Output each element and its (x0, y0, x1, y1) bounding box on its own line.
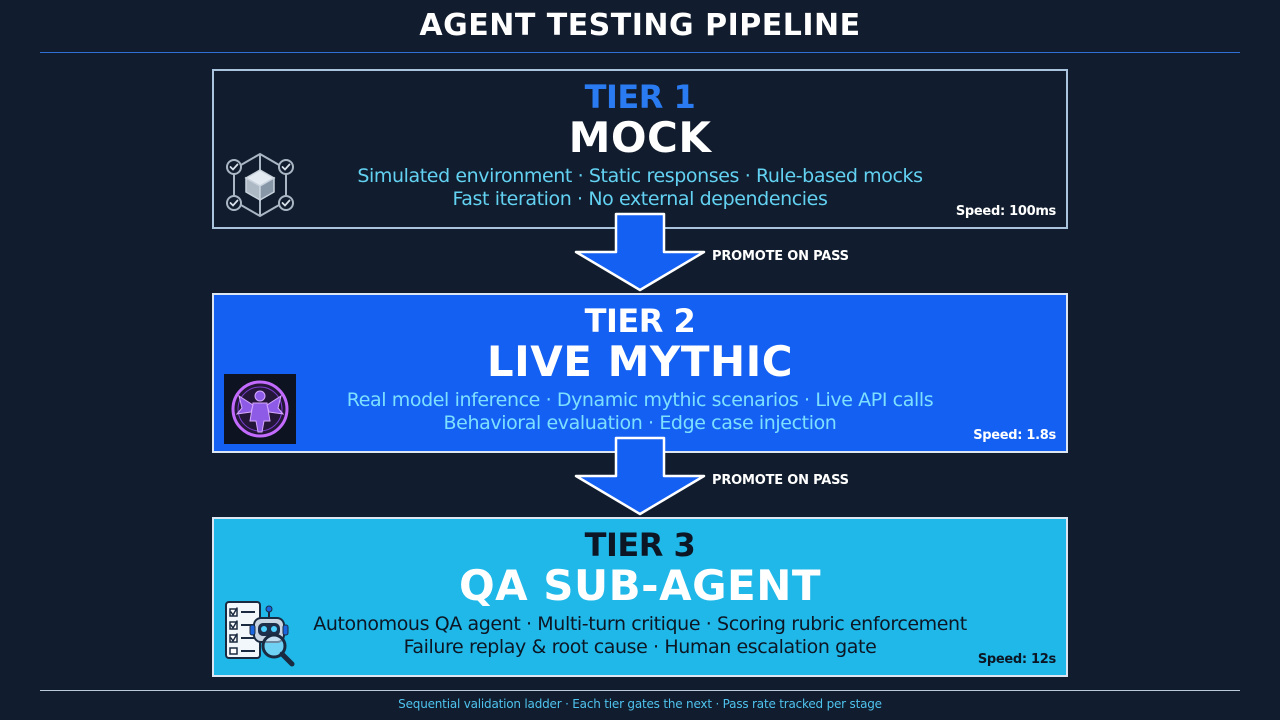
robot-checklist-magnifier-icon (225, 601, 295, 667)
mythic-figure-icon (224, 374, 296, 444)
tier-2-label: TIER 2 (584, 302, 696, 340)
tier-1-description-line-1: Simulated environment · Static responses… (357, 165, 923, 187)
tier-3-description-line-1: Autonomous QA agent · Multi-turn critiqu… (313, 613, 967, 635)
tier-3-description: Autonomous QA agent · Multi-turn critiqu… (214, 613, 1066, 659)
tier-1-label: TIER 1 (584, 78, 696, 116)
tier-3-label: TIER 3 (584, 526, 696, 564)
tier-1-description-line-2: Fast iteration · No external dependencie… (452, 188, 828, 210)
tier-3-box: TIER 3 QA SUB-AGENT Autonomous QA agent … (212, 517, 1068, 677)
promote-on-pass-label: PROMOTE ON PASS (712, 473, 849, 488)
footer-caption: Sequential validation ladder · Each tier… (398, 697, 882, 711)
tier-3-description-line-2: Failure replay & root cause · Human esca… (403, 636, 877, 658)
tier-1-description: Simulated environment · Static responses… (214, 165, 1066, 211)
cube-network-icon (226, 152, 294, 218)
tier-1-name: MOCK (568, 113, 712, 162)
tier-1-speed: Speed: 100ms (955, 204, 1056, 219)
title-divider (40, 52, 1240, 53)
tier-2-box: TIER 2 LIVE MYTHIC Real model inference … (212, 293, 1068, 453)
tier-2-name: LIVE MYTHIC (486, 337, 794, 386)
promote-on-pass-label: PROMOTE ON PASS (712, 249, 849, 264)
tier-2-speed: Speed: 1.8s (973, 428, 1056, 443)
tier-3-speed: Speed: 12s (977, 652, 1056, 667)
page-title: AGENT TESTING PIPELINE (419, 8, 861, 43)
footer-divider (40, 690, 1240, 691)
tier-2-description-line-1: Real model inference · Dynamic mythic sc… (346, 389, 934, 411)
down-arrow-icon (574, 436, 706, 516)
tier-3-name: QA SUB-AGENT (458, 561, 822, 610)
down-arrow-icon (574, 212, 706, 292)
tier-2-description-line-2: Behavioral evaluation · Edge case inject… (443, 412, 837, 434)
tier-2-description: Real model inference · Dynamic mythic sc… (214, 389, 1066, 435)
tier-1-box: TIER 1 MOCK Simulated environment · Stat… (212, 69, 1068, 229)
